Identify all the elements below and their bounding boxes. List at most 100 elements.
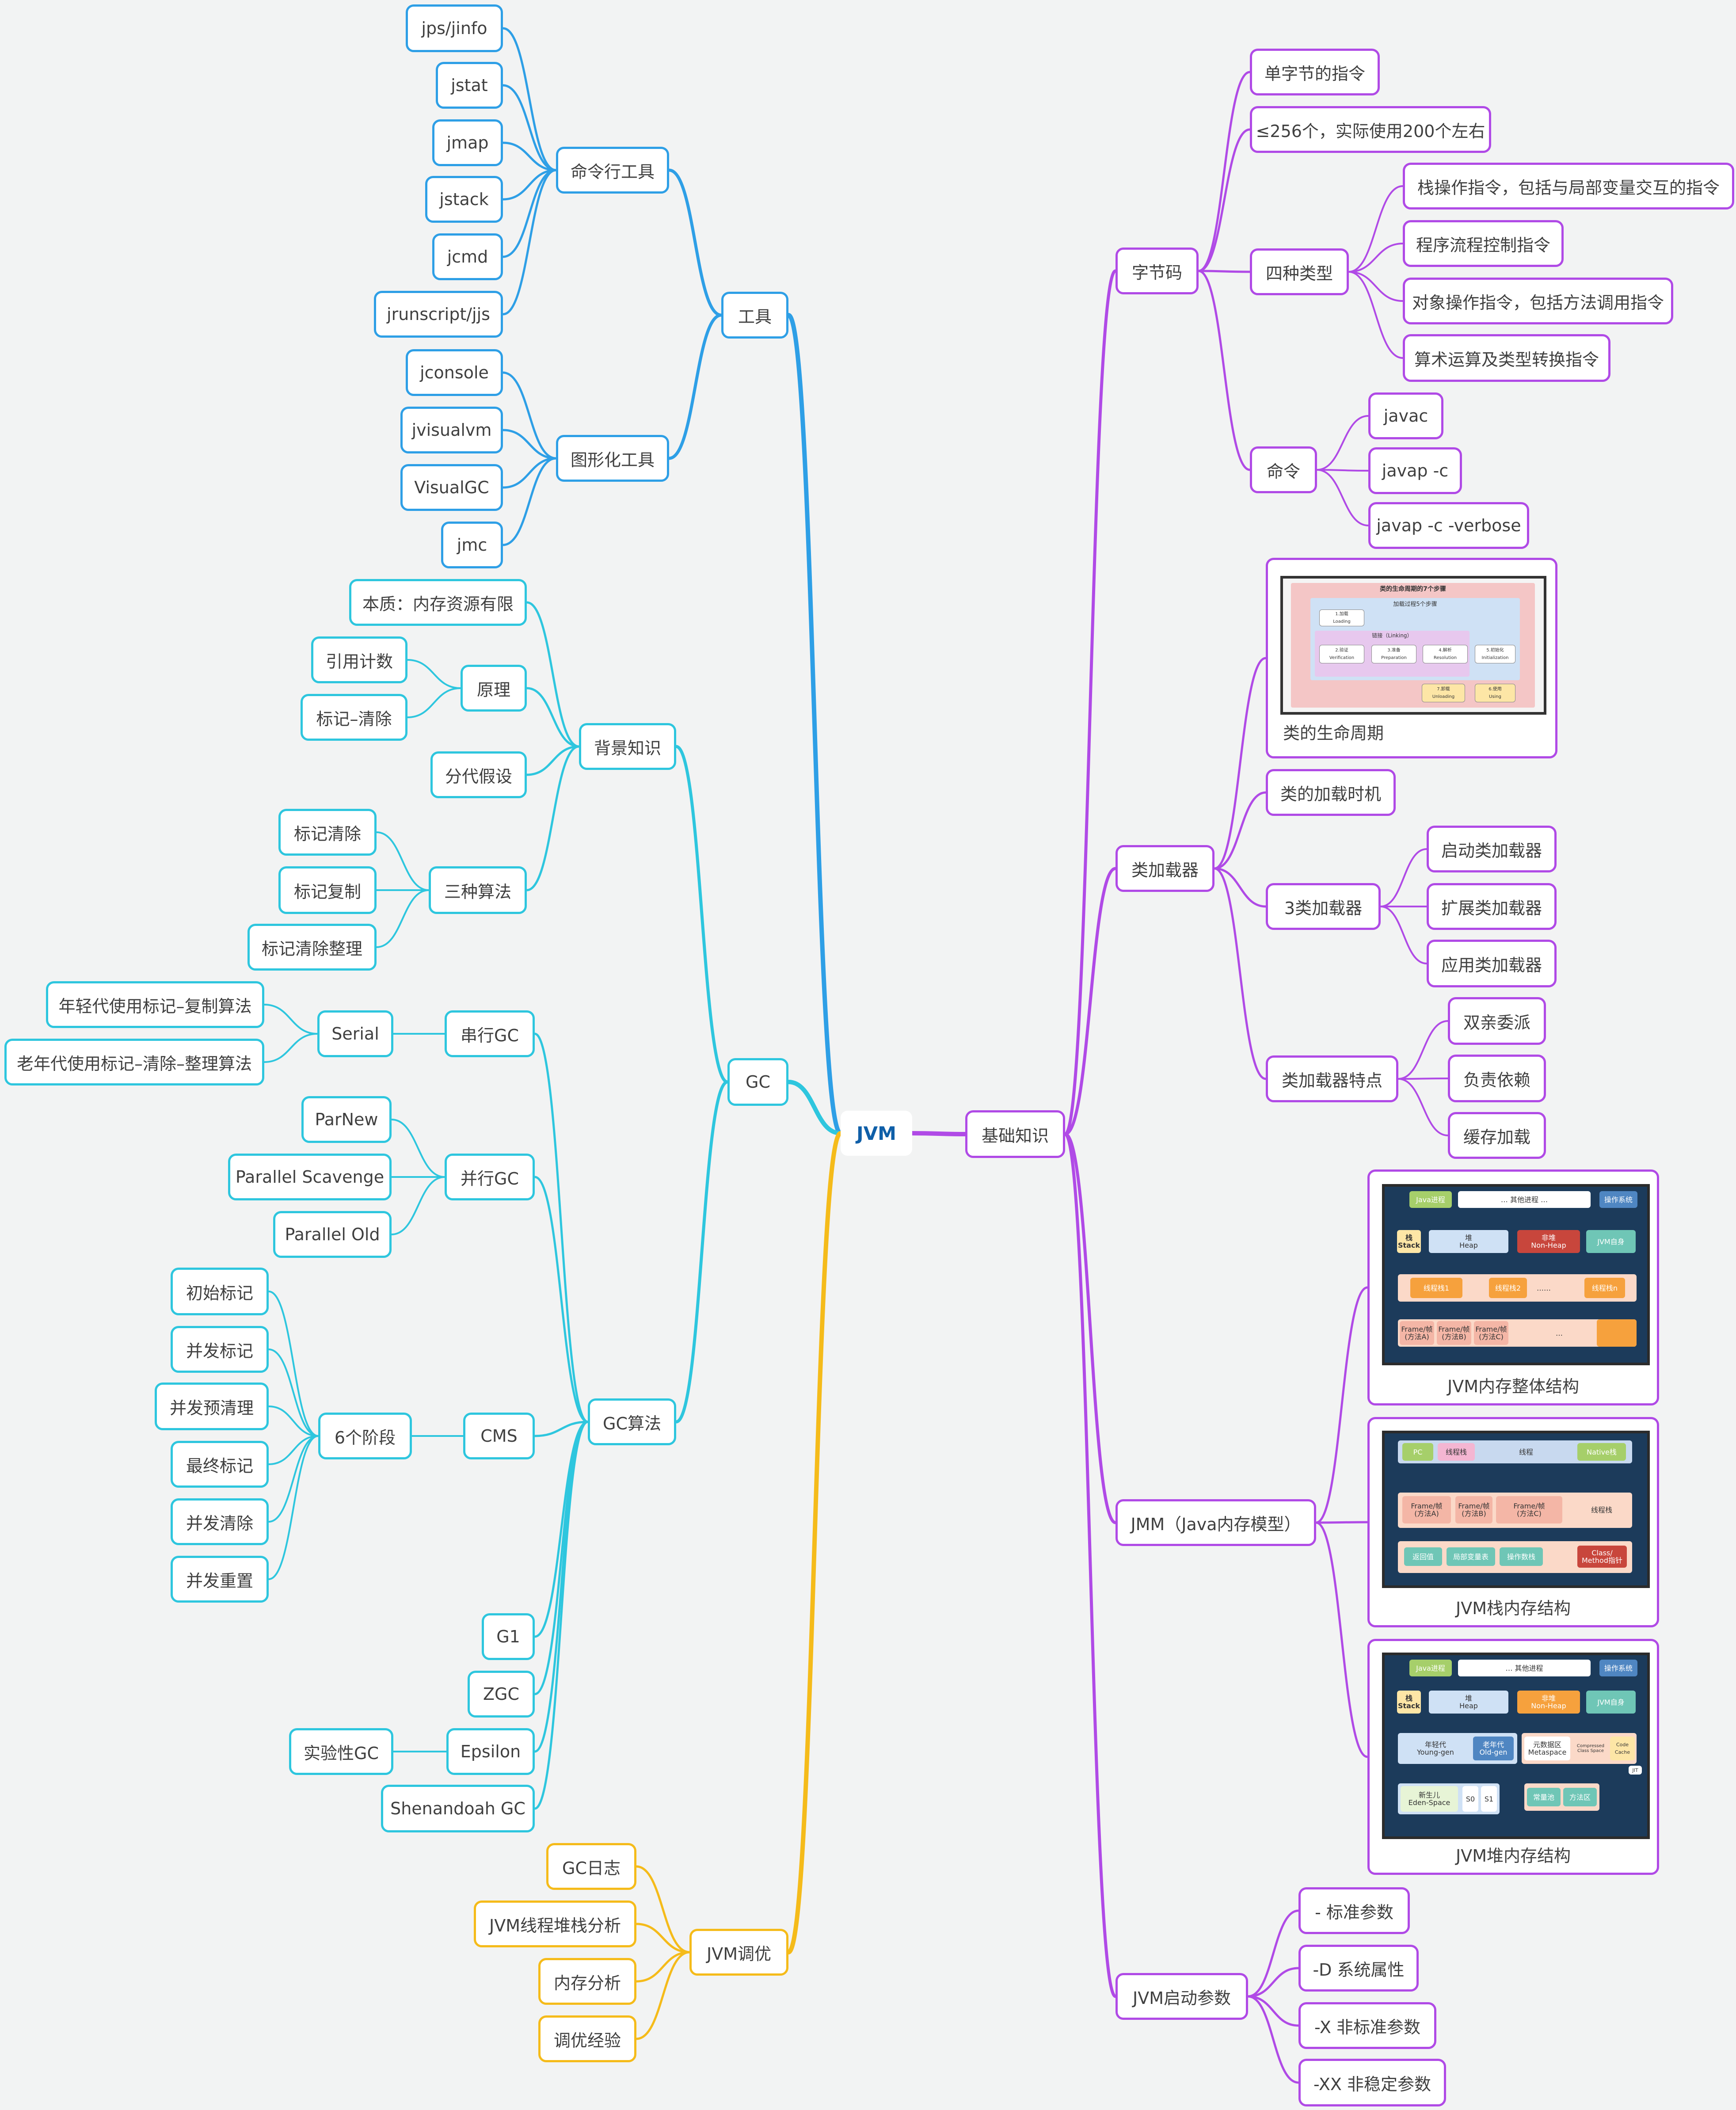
node-class-lifecycle[interactable]: 类的生命周期的7个步骤 加载过程5个步骤 1.加载 Loading 链接（Lin… [1266,558,1557,758]
node-epsilon[interactable]: Epsilon [446,1728,535,1775]
node-mark-sweep[interactable]: 标记–清除 [301,694,407,741]
node-cli-jps[interactable]: jps/jinfo [406,4,503,52]
node-parallel-old[interactable]: Parallel Old [273,1211,392,1258]
survivor-s1: S1 [1481,1786,1497,1812]
node-parnew[interactable]: ParNew [301,1096,392,1143]
node-jvm-memory-overall[interactable]: Java进程 … 其他进程 … 操作系统 栈 Stack 堆 Heap 非堆 N… [1367,1169,1659,1405]
connector-node-gui-tools-node-gui-jconsole [502,371,557,460]
compressed-class-space: Compressed Class Space [1576,1744,1605,1753]
node-generational[interactable]: 分代假设 [430,751,527,798]
node-phase-concurrent-mark[interactable]: 并发标记 [171,1326,269,1373]
node-tools[interactable]: 工具 [721,292,788,339]
node-javap-c[interactable]: javap -c [1368,447,1462,494]
node-parent-delegation[interactable]: 双亲委派 [1448,997,1546,1045]
node-basics[interactable]: 基础知识 [965,1110,1065,1158]
node-experimental-gc[interactable]: 实验性GC [289,1728,393,1775]
heap-jvm-self: JVM自身 [1586,1691,1636,1714]
node-jvm-heap-memory[interactable]: Java进程 … 其他进程 操作系统 栈 Stack 堆 Heap 非堆 Non… [1367,1639,1659,1875]
node-bytecode[interactable]: 字节码 [1115,248,1199,294]
node-cache-loading[interactable]: 缓存加载 [1448,1112,1546,1159]
node-dependency[interactable]: 负责依赖 [1448,1055,1546,1102]
node-jvm-stack-memory[interactable]: PC 线程栈 线程 Native栈 Frame/帧 (方法A) Frame/帧 … [1367,1417,1659,1627]
node-bootstrap-loader[interactable]: 启动类加载器 [1427,826,1557,872]
node-param-d[interactable]: -D 系统属性 [1298,1945,1419,1992]
node-gc[interactable]: GC [727,1058,788,1106]
node-single-byte[interactable]: 单字节的指令 [1250,49,1380,95]
node-serial-gc[interactable]: 串行GC [445,1010,535,1057]
node-load-timing[interactable]: 类的加载时机 [1266,769,1396,816]
node-tuning-experience[interactable]: 调优经验 [538,2015,636,2062]
node-gui-visualgc[interactable]: VisualGC [400,464,503,511]
node-param-x[interactable]: -X 非标准参数 [1298,2002,1436,2049]
node-ref-count[interactable]: 引用计数 [311,636,407,683]
connector-node-jmm-node-jvm-heap-memory [1315,1521,1369,1758]
root-node-jvm[interactable]: JVM [841,1111,912,1156]
node-parallel-scavenge[interactable]: Parallel Scavenge [228,1154,392,1200]
node-cli-jstack[interactable]: jstack [425,176,503,223]
node-gc-algo[interactable]: GC算法 [588,1398,676,1445]
node-commands[interactable]: 命令 [1250,446,1317,493]
node-cli-tools[interactable]: 命令行工具 [556,147,669,194]
node-four-types[interactable]: 四种类型 [1250,248,1349,295]
node-g1[interactable]: G1 [482,1613,535,1660]
connector-node-gc-algo-node-epsilon [533,1421,589,1753]
node-gc-log[interactable]: GC日志 [546,1843,636,1890]
node-algo-mark-sweep[interactable]: 标记清除 [278,809,377,856]
stack-memory-thumbnail: PC 线程栈 线程 Native栈 Frame/帧 (方法A) Frame/帧 … [1382,1431,1650,1588]
connector-node-cli-tools-node-cli-jstack [502,169,557,201]
node-loader-features[interactable]: 类加载器特点 [1266,1055,1398,1102]
connector-node-gc-algo-node-serial-gc [533,1032,589,1423]
node-phase-concurrent-sweep[interactable]: 并发清除 [171,1498,269,1545]
node-three-algos[interactable]: 三种算法 [429,866,527,914]
node-essence[interactable]: 本质：内存资源有限 [349,579,527,626]
node-gc-background[interactable]: 背景知识 [579,723,676,770]
node-object-ops[interactable]: 对象操作指令，包括方法调用指令 [1403,278,1673,324]
node-cli-jrunscript[interactable]: jrunscript/jjs [374,291,503,338]
node-param-standard[interactable]: - 标准参数 [1298,1887,1410,1934]
node-phase-reset[interactable]: 并发重置 [171,1556,269,1603]
node-serial-old[interactable]: 老年代使用标记–清除–整理算法 [4,1039,264,1085]
node-gui-jmc[interactable]: jmc [441,522,503,568]
node-phase-final-mark[interactable]: 最终标记 [171,1441,269,1488]
node-phase-initial-mark[interactable]: 初始标记 [171,1268,269,1315]
node-parallel-gc[interactable]: 并行GC [445,1154,535,1200]
node-gui-jconsole[interactable]: jconsole [406,349,503,396]
node-param-xx[interactable]: -XX 非稳定参数 [1298,2059,1446,2106]
init-step: 5.初始化 Initialization [1475,645,1515,663]
node-thread-dump[interactable]: JVM线程堆栈分析 [474,1901,636,1947]
node-memory-analysis[interactable]: 内存分析 [538,1958,636,2005]
node-jmm[interactable]: JMM（Java内存模型） [1115,1499,1316,1546]
node-arith-ops[interactable]: 算术运算及类型转换指令 [1403,334,1610,382]
node-cli-jcmd[interactable]: jcmd [432,233,503,280]
node-app-loader[interactable]: 应用类加载器 [1427,940,1557,987]
node-serial[interactable]: Serial [317,1010,393,1057]
node-three-loaders[interactable]: 3类加载器 [1266,883,1381,930]
node-cli-jstat[interactable]: jstat [436,62,503,109]
node-tuning[interactable]: JVM调优 [689,1929,788,1976]
node-gui-tools[interactable]: 图形化工具 [556,435,669,482]
node-algo-mark-copy[interactable]: 标记复制 [278,866,377,914]
node-flow-control[interactable]: 程序流程控制指令 [1403,220,1564,267]
connector-node-bytecode-node-single-byte [1197,71,1251,272]
node-ext-loader[interactable]: 扩展类加载器 [1427,883,1557,930]
node-stack-ops[interactable]: 栈操作指令，包括与局部变量交互的指令 [1403,163,1734,209]
node-opcode-count[interactable]: ≤256个，实际使用200个左右 [1250,106,1491,153]
node-gui-jvisualvm[interactable]: jvisualvm [400,407,503,453]
heap-memory-thumbnail: Java进程 … 其他进程 操作系统 栈 Stack 堆 Heap 非堆 Non… [1382,1653,1650,1839]
node-principle[interactable]: 原理 [461,665,527,712]
node-phase-preclean[interactable]: 并发预清理 [155,1383,269,1430]
node-algo-mark-compact[interactable]: 标记清除整理 [247,924,377,971]
node-cli-jmap[interactable]: jmap [432,119,503,166]
node-cms-phases[interactable]: 6个阶段 [318,1413,412,1459]
node-serial-young[interactable]: 年轻代使用标记–复制算法 [46,981,264,1028]
connector-root-node-jvm-node-tuning [786,1131,843,1954]
node-zgc[interactable]: ZGC [468,1671,535,1718]
node-classloader[interactable]: 类加载器 [1115,845,1214,892]
node-shenandoah[interactable]: Shenandoah GC [381,1785,535,1832]
node-cms[interactable]: CMS [463,1413,535,1459]
node-jvm-params[interactable]: JVM启动参数 [1115,1973,1248,2020]
thread-stack-right: 线程栈 [1591,1505,1612,1514]
connector-node-jmm-node-jvm-stack-memory [1315,1521,1369,1524]
node-javac[interactable]: javac [1368,392,1443,439]
node-javap-verbose[interactable]: javap -c -verbose [1368,502,1529,549]
